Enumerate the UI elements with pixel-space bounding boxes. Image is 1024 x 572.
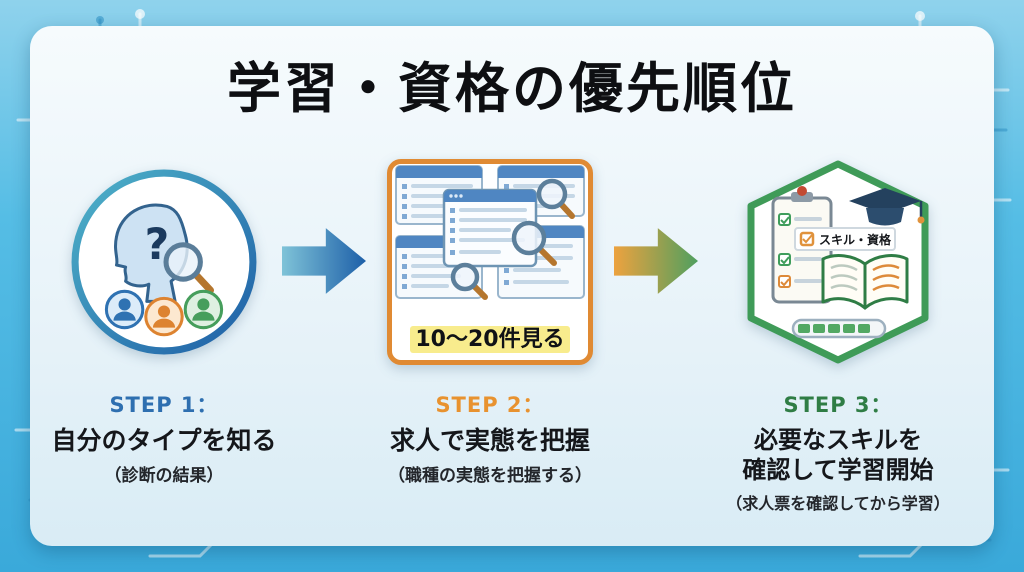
graduation-cap-icon <box>849 188 925 226</box>
step3-heading-line2: 確認して学習開始 <box>742 456 934 484</box>
magnifier-icon <box>450 262 488 300</box>
browser-windows-graphic <box>395 165 585 300</box>
page-title: 学習・資格の優先順位 <box>227 57 797 120</box>
skill-label: スキル・資格 <box>819 232 892 247</box>
arrow-right-blue-icon <box>282 228 366 294</box>
step2-count-badge: 10〜20件見る <box>410 326 570 353</box>
infographic-card: 学習・資格の優先順位 ? <box>30 26 994 546</box>
step1-heading: 自分のタイプを知る <box>51 426 277 455</box>
magnifier-icon <box>511 220 557 266</box>
open-book-icon <box>821 254 909 310</box>
steps-flow: ? <box>30 149 994 514</box>
avatar-orange <box>144 296 184 337</box>
avatar-blue <box>104 289 145 330</box>
step3-icon-box: スキル・資格 <box>735 149 941 375</box>
magnifier-icon <box>163 242 215 294</box>
job-listings-search-icon: 10〜20件見る <box>387 159 593 365</box>
browser-window-front <box>442 188 538 268</box>
step-3: スキル・資格 <box>688 149 988 514</box>
step1-icon-box: ? <box>68 149 260 375</box>
step3-heading-line1: 必要なスキルを <box>754 426 922 454</box>
step-2: 10〜20件見る STEP 2： 求人で実態を把握 （職種の実態を把握する） <box>356 149 624 486</box>
step2-icon-box: 10〜20件見る <box>387 149 593 375</box>
step2-badge-row: 10〜20件見る <box>392 321 588 353</box>
step3-label: STEP 3： <box>783 393 893 417</box>
step2-label: STEP 2： <box>435 393 545 417</box>
skills-checklist-learning-icon: スキル・資格 <box>747 160 929 364</box>
progress-bar <box>791 318 887 339</box>
avatar-green <box>183 289 224 330</box>
step1-note: （診断の結果） <box>104 466 224 487</box>
skill-label-row: スキル・資格 <box>794 227 896 251</box>
step1-label: STEP 1： <box>109 393 219 417</box>
arrow-right-orange-green-icon <box>614 228 698 294</box>
persona-search-icon: ? <box>71 169 257 355</box>
step3-heading: 必要なスキルを 確認して学習開始 <box>742 425 933 485</box>
step2-heading: 求人で実態を把握 <box>389 426 590 455</box>
step-1: ? <box>36 149 292 486</box>
magnifier-icon <box>536 178 575 219</box>
step3-note: （求人票を確認してから学習） <box>726 494 950 513</box>
step2-note: （職種の実態を把握する） <box>388 466 592 487</box>
